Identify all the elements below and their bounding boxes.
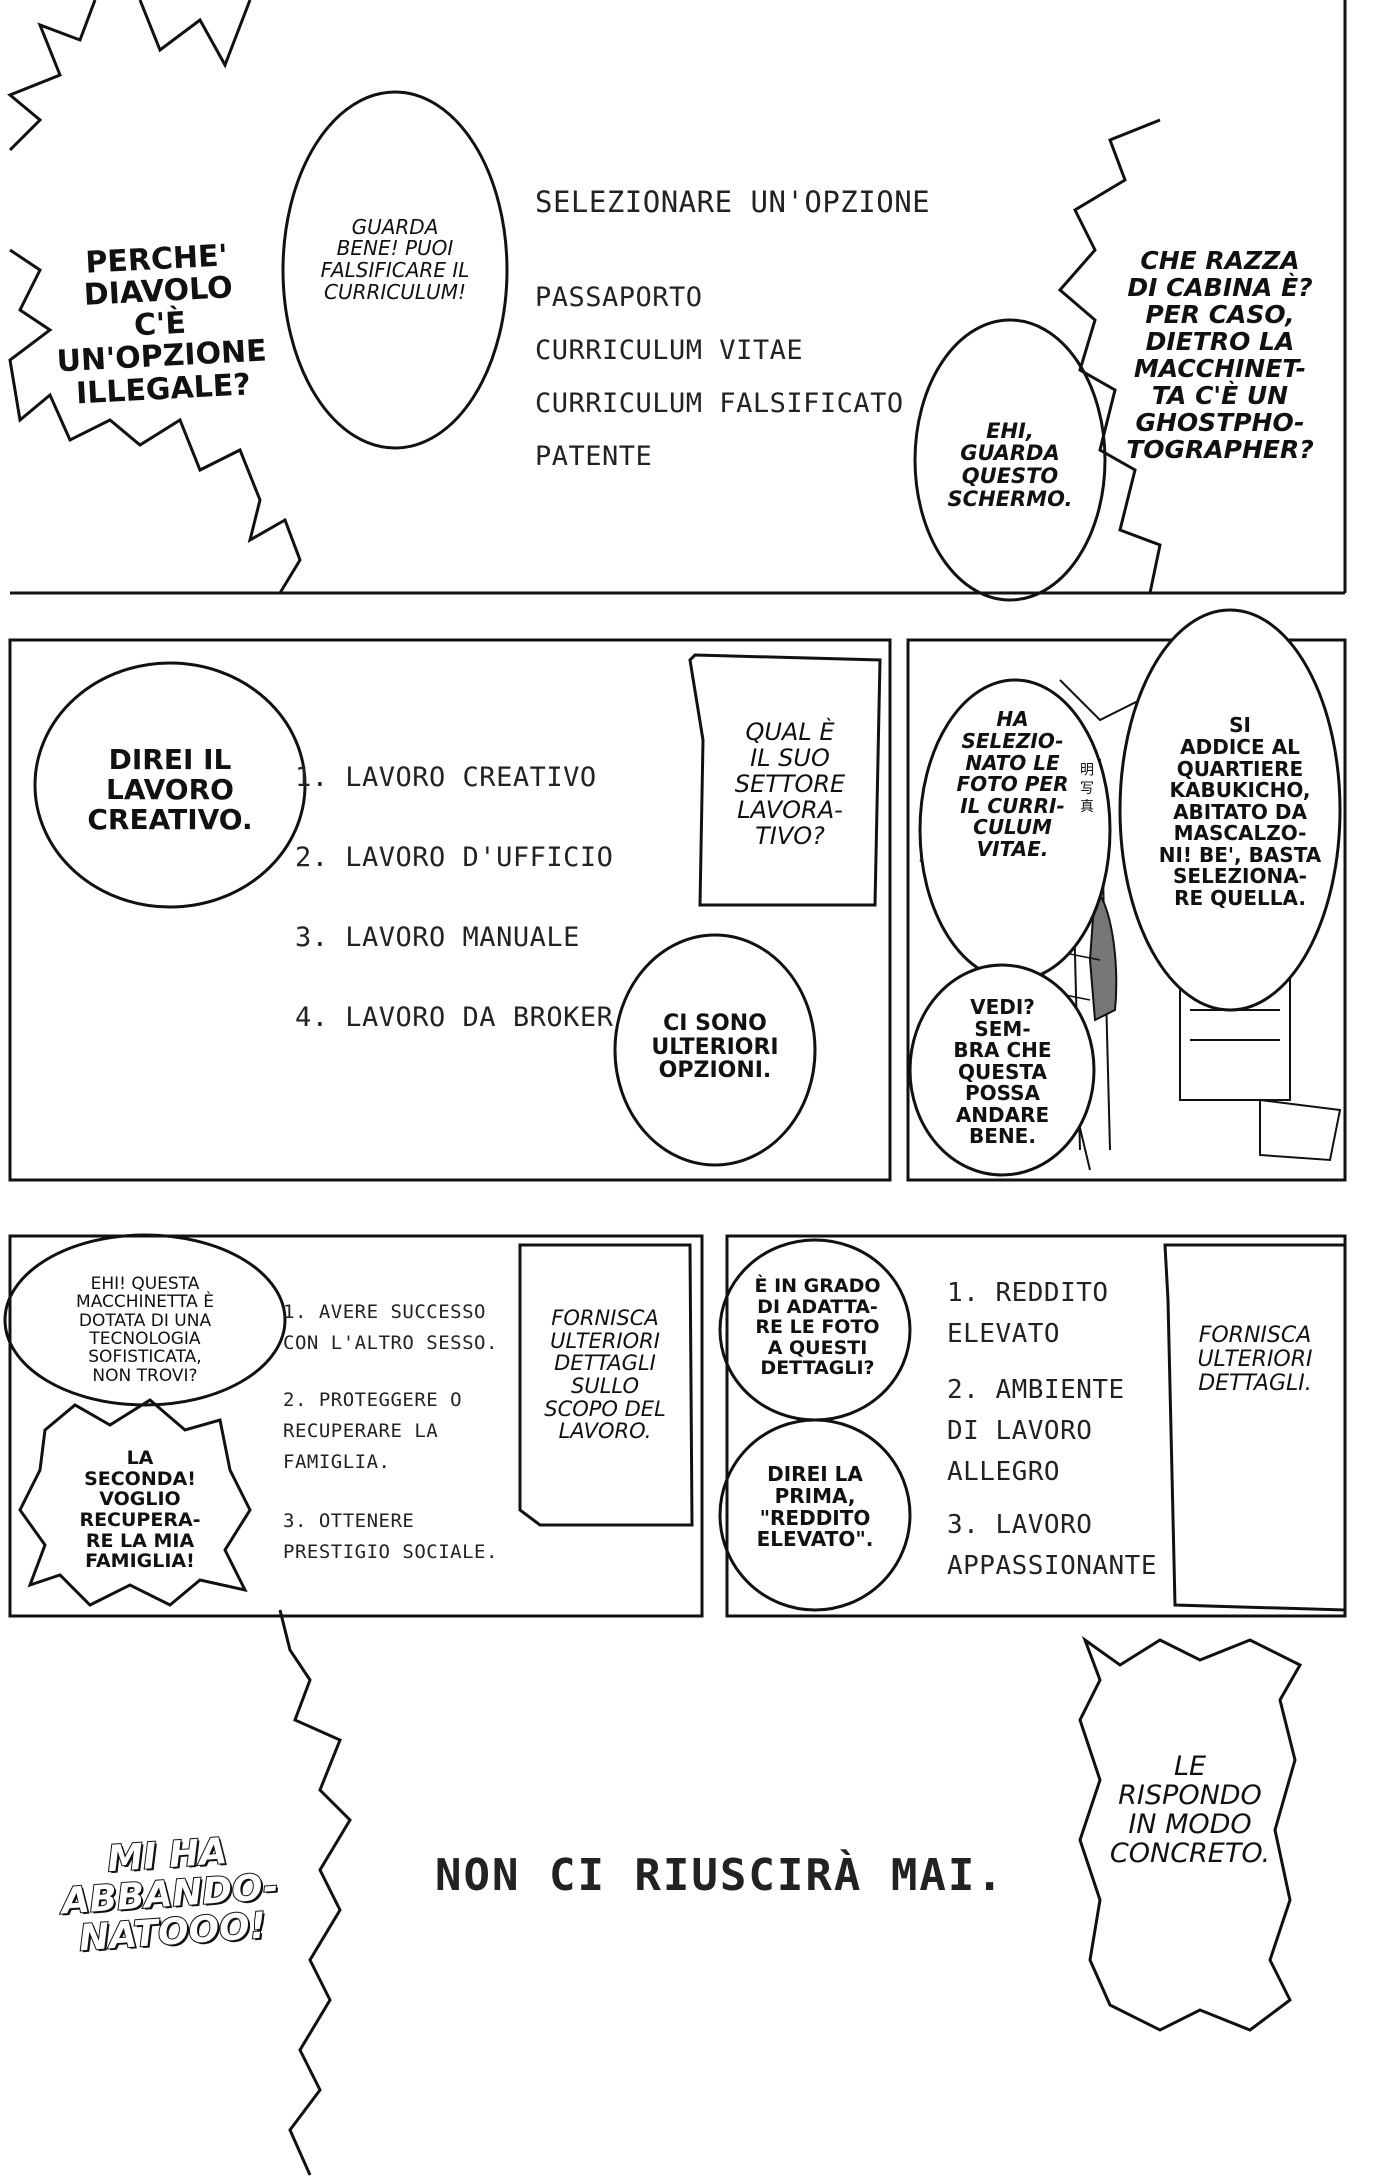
screen-option-passport[interactable]: PASSAPORTO [535,282,703,313]
shout-illegal-option: PERCHE' DIAVOLO C'È UN'OPZIONE ILLEGALE? [55,238,268,412]
screen-goal-success[interactable]: 1. AVERE SUCCESSO CON L'ALTRO SESSO. [283,1301,498,1354]
screen-job-office[interactable]: 2. LAVORO D'UFFICIO [295,842,614,873]
bubble-more-options: CI SONO ULTERIORI OPZIONI. [651,1010,779,1084]
screen-option-cv[interactable]: CURRICULUM VITAE [535,335,804,366]
panel2-border [8,638,892,1182]
bubble-outline-more [613,933,817,1167]
bubble-outline-look [281,90,509,450]
bubble-kabukicho: SI ADDICE AL QUARTIERE KABUKICHO, ABITAT… [1158,713,1322,911]
panel1-top-spikes [138,0,252,69]
bubble-outline-tech [3,1233,287,1407]
screen-goal-prestige[interactable]: 3. OTTENERE PRESTIGIO SOCIALE. [283,1510,498,1563]
bubble-what-booth: CHE RAZZA DI CABINA È? PER CASO, DIETRO … [1126,246,1314,464]
bubble-outline-second [18,1398,252,1607]
bubble-second-family: LA SECONDA! VOGLIO RECUPERA- RE LA MIA F… [79,1447,201,1573]
screen-job-manual[interactable]: 3. LAVORO MANUALE [295,922,580,953]
screen-title: SELEZIONARE UN'OPZIONE [535,185,931,219]
box-more-details-purpose: FORNISCA ULTERIORI DETTAGLI SULLO SCOPO … [544,1305,666,1444]
bubble-see-good: VEDI? SEM- BRA CHE QUESTA POSSA ANDARE B… [953,994,1052,1149]
bubble-outline-first [718,1418,912,1612]
screen-option-license[interactable]: PATENTE [535,441,653,472]
bubble-look-screen: EHI, GUARDA QUESTO SCHERMO. [947,418,1073,511]
screen-job-broker[interactable]: 4. LAVORO DA BROKER [295,1002,614,1033]
box-outline-reply [1078,1635,1303,2032]
panel6-spikes [278,1609,352,2176]
bubble-look-carefully: GUARDA BENE! PUOI FALSIFICARE IL CURRICU… [320,214,470,304]
bubble-outline-direi [33,661,307,909]
screen-pref-income[interactable]: 1. REDDITO ELEVATO [947,1278,1109,1349]
bubble-selected-cv-photo: HA SELEZIO- NATO LE FOTO PER IL CURRI- C… [956,707,1069,861]
screen-pref-passion[interactable]: 3. LAVORO APPASSIONANTE [947,1510,1157,1581]
bubble-sophisticated-tech: EHI! QUESTA MACCHINETTA È DOTATA DI UNA … [76,1273,214,1386]
shout-abandoned: MI HA ABBANDO- NATOOO! [59,1830,280,1961]
bubble-outline-vedi [908,963,1096,1177]
box-sector-question: QUAL È IL SUO SETTORE LAVORA- TIVO? [734,718,846,850]
screen-pref-environment[interactable]: 2. AMBIENTE DI LAVORO ALLEGRO [947,1375,1125,1487]
booth-sign: 明 写 真 [1078,762,1094,813]
box-outline-details4 [518,1243,694,1527]
bubble-direi-creativo: DIREI IL LAVORO CREATIVO. [87,742,253,837]
box-more-details: FORNISCA ULTERIORI DETTAGLI. [1197,1323,1313,1396]
panel1-right-spikes [1057,118,1162,594]
bubble-first-income: DIREI LA PRIMA, "REDDITO ELEVATO". [756,1462,874,1552]
screen-never-succeed: NON CI RIUSCIRÀ MAI. [435,1850,1005,1901]
panel4-border [8,1234,704,1618]
panel3-border [906,638,1347,1182]
bubble-outline-kabuki [1118,608,1342,1012]
screen-goal-family[interactable]: 2. PROTEGGERE O RECUPERARE LA FAMIGLIA. [283,1389,463,1473]
panel1-shout-outline [7,0,302,594]
bubble-outline-ehi [913,318,1107,602]
box-outline-details5 [1163,1243,1347,1612]
bubble-adapt-photos: È IN GRADO DI ADATTA- RE LE FOTO A QUEST… [754,1275,881,1380]
screen-option-fake-cv[interactable]: CURRICULUM FALSIFICATO [535,388,904,419]
box-concrete-reply: LE RISPONDO IN MODO CONCRETO. [1109,1750,1271,1870]
screen-job-creative[interactable]: 1. LAVORO CREATIVO [295,762,597,793]
box-outline-question [688,653,882,907]
